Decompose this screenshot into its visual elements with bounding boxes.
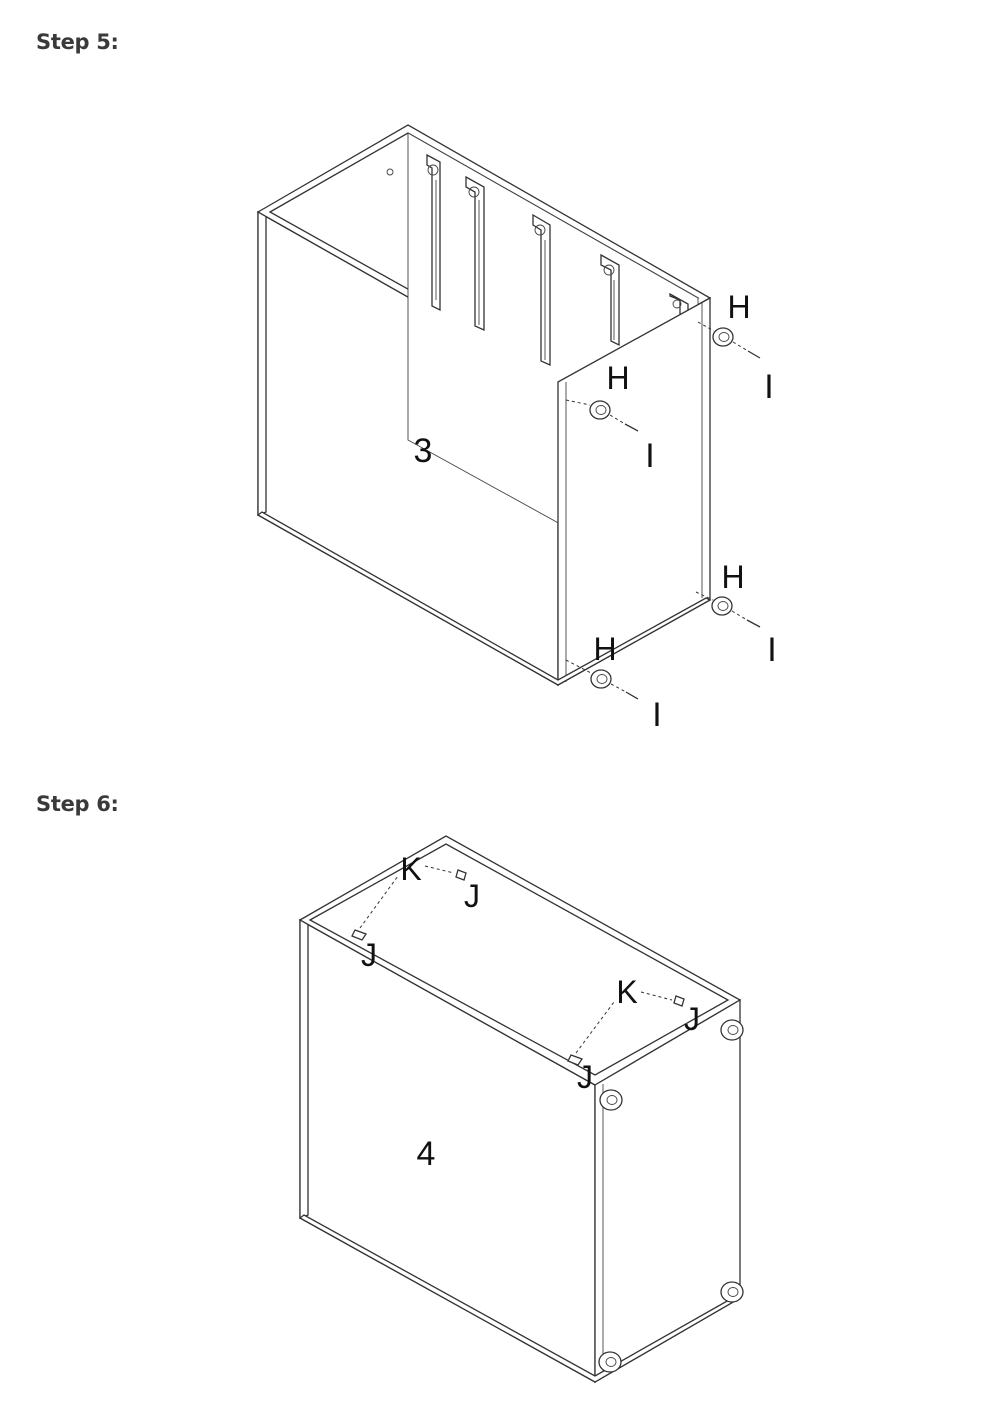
glide [720, 1019, 744, 1041]
callout-h: H [727, 289, 750, 325]
callout-j: J [684, 1001, 700, 1037]
part-number-3: 3 [414, 432, 433, 470]
callout-i: I [764, 368, 773, 406]
callout-h: H [606, 360, 629, 396]
drawer-slide [532, 213, 551, 367]
cabinet-carcass-upside-down [298, 835, 742, 1384]
callout-h: H [593, 631, 616, 667]
glide-bottom-front [565, 659, 639, 700]
drawer-slide [465, 175, 485, 332]
glide-bottom-right [695, 591, 761, 628]
glide [598, 1351, 622, 1373]
front-panel-edge [299, 916, 309, 1219]
glide-top-right [697, 321, 761, 359]
drawer-slide [600, 253, 620, 347]
step-6-title: Step 6: [36, 792, 119, 816]
bracket-front-right [567, 991, 685, 1066]
drawer-slides [426, 153, 689, 367]
callout-i: I [645, 437, 654, 475]
callout-i: I [767, 631, 776, 669]
step-5-title: Step 5: [36, 30, 119, 54]
cabinet-carcass-open [256, 124, 712, 687]
callout-i: I [652, 696, 661, 734]
dowel-hole [386, 168, 394, 176]
callout-k: K [616, 974, 637, 1010]
bottom-edge [256, 511, 712, 686]
callout-h: H [721, 559, 744, 595]
glide-top-front [565, 399, 639, 432]
callout-k: K [400, 851, 421, 887]
bottom-opening [308, 843, 730, 1076]
callout-j: J [464, 878, 480, 914]
glide [720, 1281, 744, 1303]
step-6-illustration: 4 K J J K J J [298, 835, 744, 1384]
callout-j: J [577, 1059, 593, 1095]
drawer-slide [426, 153, 441, 312]
front-panel-edge [257, 206, 267, 516]
part-number-4: 4 [417, 1135, 436, 1173]
step-5-illustration: 3 H I H I H I H I [256, 124, 777, 734]
bracket-back-left [351, 865, 467, 941]
callout-j: J [361, 937, 377, 973]
glide [599, 1089, 623, 1111]
